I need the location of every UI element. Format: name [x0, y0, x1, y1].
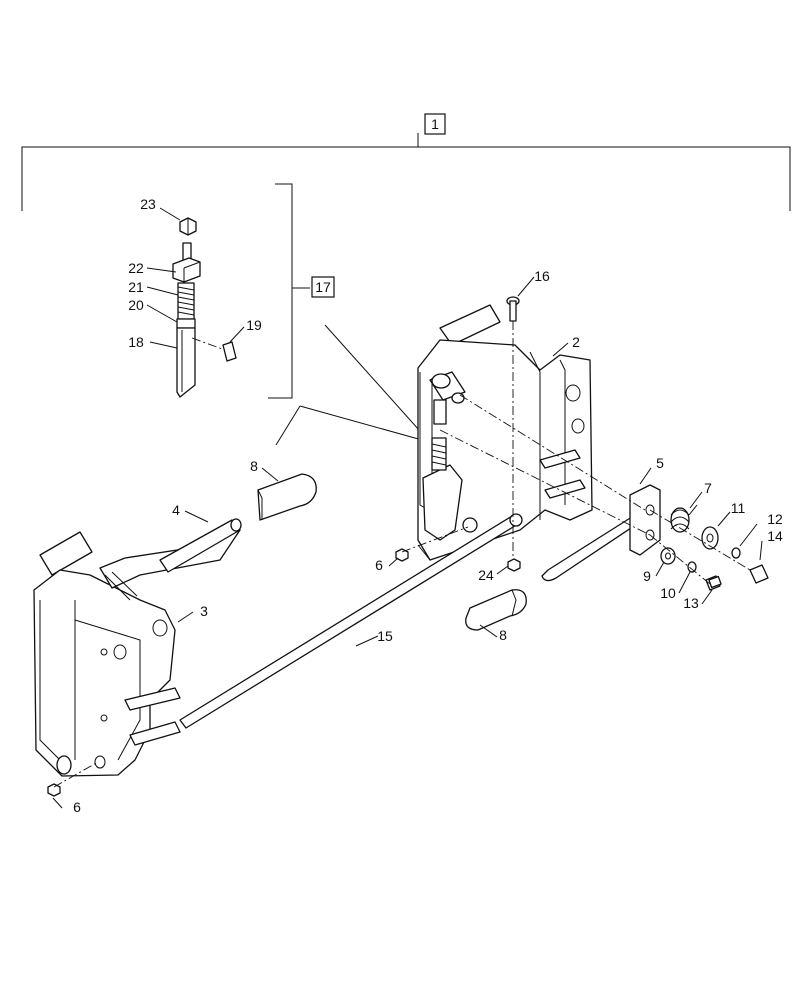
callout-17: 17	[315, 279, 331, 295]
callout-23: 23	[140, 196, 156, 212]
latch-pin-inset	[146, 207, 245, 398]
torsion-spring-7	[670, 504, 698, 533]
nut-24	[507, 558, 521, 572]
spring-21	[177, 282, 195, 320]
bolt-14	[749, 564, 769, 584]
callout-7: 7	[704, 480, 712, 496]
callout-5: 5	[656, 455, 664, 471]
callout-box-1	[424, 113, 446, 135]
callout-6-lower: 6	[73, 799, 81, 815]
callout-15: 15	[377, 628, 393, 644]
callout-3: 3	[200, 603, 208, 619]
callout-8-lower: 8	[499, 627, 507, 643]
callout-14: 14	[767, 528, 783, 544]
left-mounting-plate-3	[33, 531, 181, 777]
lockwasher-12	[731, 547, 741, 559]
guide-block-22	[172, 257, 201, 283]
callout-6-upper: 6	[375, 557, 383, 573]
callout-1: 1	[431, 116, 439, 132]
washer-9	[660, 547, 676, 565]
callout-11: 11	[731, 500, 746, 516]
bolt-13	[705, 575, 722, 591]
callout-22: 22	[128, 260, 144, 276]
grip-8-upper	[257, 473, 317, 521]
nut-6-lower	[47, 783, 61, 797]
lockwasher-10	[687, 561, 697, 573]
handle-4	[99, 518, 242, 601]
callout-2: 2	[572, 334, 580, 350]
callout-12: 12	[767, 511, 783, 527]
right-mounting-plate-2	[417, 304, 593, 561]
callout-19: 19	[246, 317, 262, 333]
callout-16: 16	[534, 268, 550, 284]
grip-8-lower	[465, 589, 527, 631]
callout-4: 4	[172, 502, 180, 518]
callout-24: 24	[478, 567, 494, 583]
assembly-bracket: 1	[21, 113, 791, 211]
callout-box-17	[311, 276, 335, 298]
callout-9: 9	[643, 568, 651, 584]
callout-10: 10	[660, 585, 676, 601]
nut-6-upper	[395, 548, 409, 562]
callout-21: 21	[128, 279, 144, 295]
callout-20: 20	[128, 297, 144, 313]
collar-20	[176, 318, 196, 329]
callout-8-upper: 8	[250, 458, 258, 474]
subassembly-bracket: 17	[268, 183, 335, 399]
washer-11	[701, 526, 719, 550]
bolt-16	[506, 296, 520, 322]
roll-pin-19	[222, 341, 237, 362]
callout-13: 13	[683, 595, 699, 611]
callout-18: 18	[128, 334, 144, 350]
